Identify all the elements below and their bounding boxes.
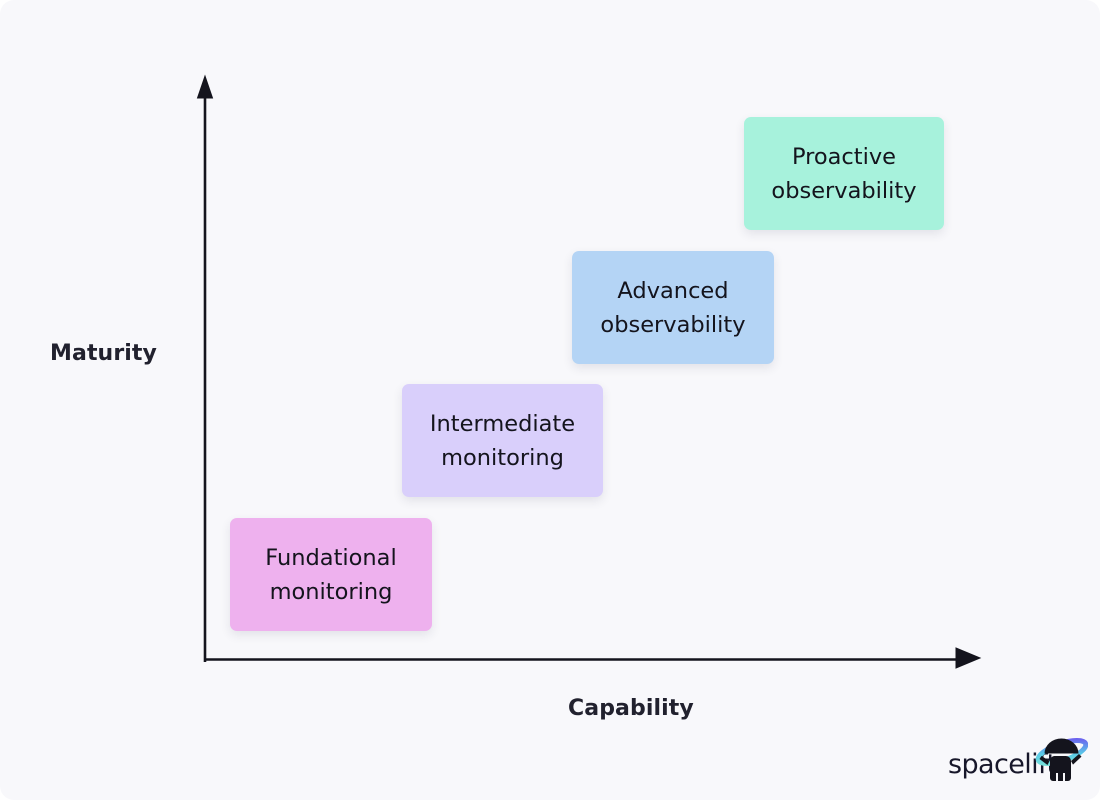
y-axis-label: Maturity [50,341,157,366]
stage-label: Proactive observability [771,143,917,204]
stage-box-proactive-observability[interactable]: Proactive observability [744,117,944,230]
stage-box-fundational-monitoring[interactable]: Fundational monitoring [230,518,432,631]
y-axis-arrowhead-icon [196,74,214,99]
stage-label: Advanced observability [600,277,746,338]
x-axis-label: Capability [568,696,694,721]
spacelift-logo: spacelift [948,730,1088,786]
stage-box-intermediate-monitoring[interactable]: Intermediate monitoring [402,384,603,497]
stage-label: Fundational monitoring [265,544,397,605]
y-axis [196,74,214,662]
stage-label: Intermediate monitoring [429,410,576,471]
stage-box-advanced-observability[interactable]: Advanced observability [572,251,774,364]
x-axis [204,647,982,669]
spacelift-astronaut-planet-logo-icon [1035,738,1088,781]
x-axis-arrowhead-icon [955,647,982,669]
